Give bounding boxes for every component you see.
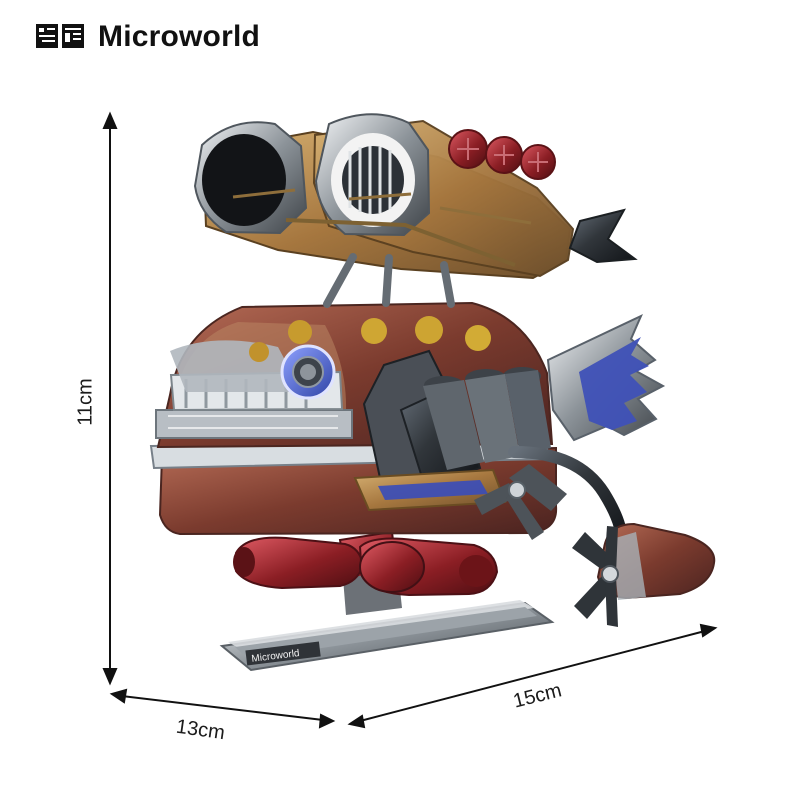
brand-name: Microworld	[98, 20, 261, 53]
display-base: Microworld	[219, 530, 555, 672]
upper-cannons	[193, 113, 638, 280]
dragon-logo-icon	[36, 24, 84, 48]
height-dimension-label: 11cm	[74, 378, 97, 426]
propeller-arm	[508, 446, 716, 627]
tail-fin	[546, 313, 666, 442]
side-propeller	[474, 464, 567, 540]
width-arrow	[347, 623, 718, 729]
height-arrow	[102, 111, 118, 686]
main-hull	[149, 301, 558, 536]
red-engine-assembly	[233, 536, 499, 597]
support-struts	[323, 253, 455, 308]
brand-logo: Microworld	[34, 20, 260, 54]
depth-arrow	[109, 688, 336, 729]
